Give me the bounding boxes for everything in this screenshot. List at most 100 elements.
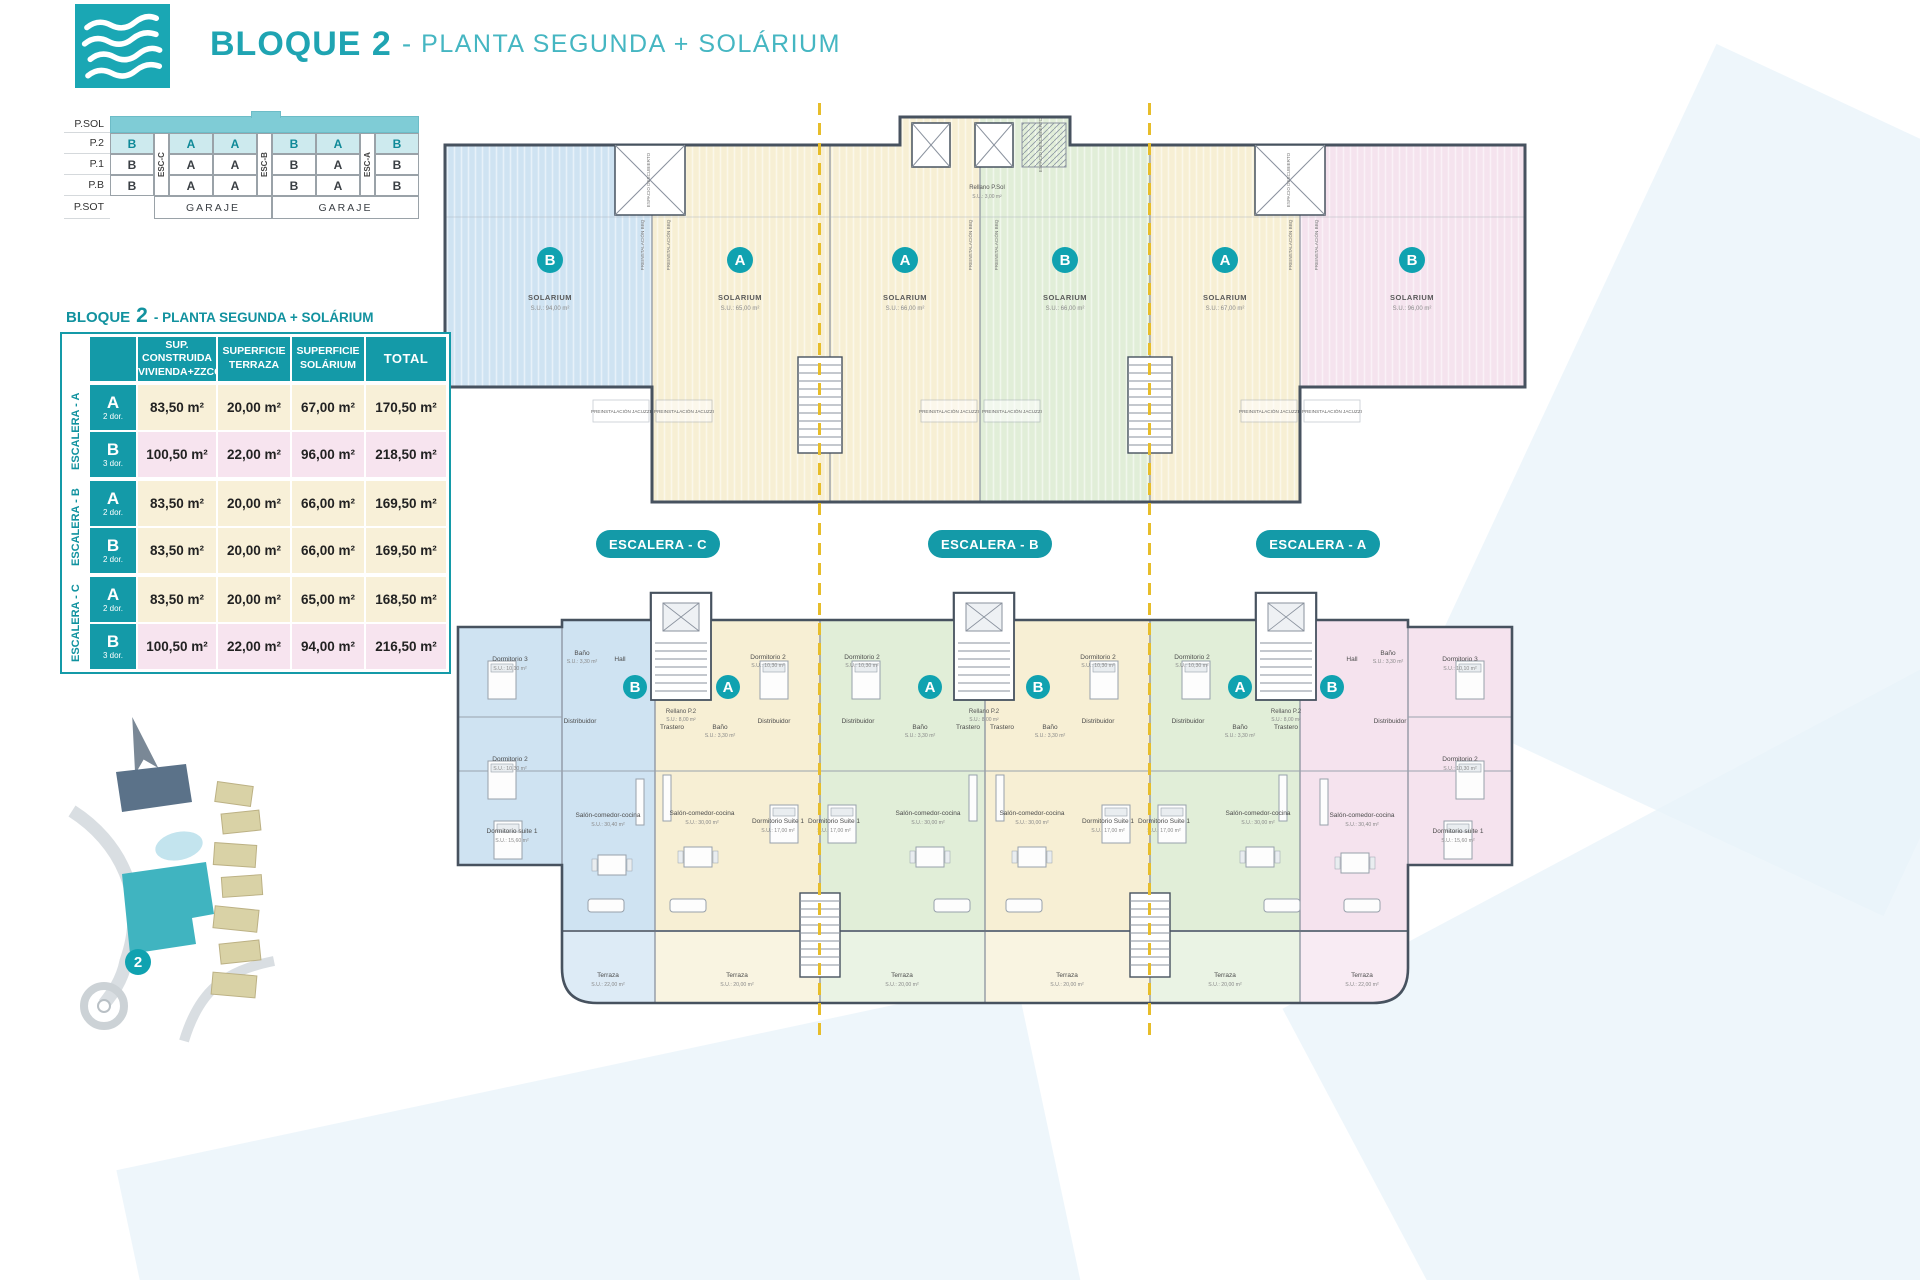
unit-letter: A xyxy=(106,585,120,604)
room-area: S.U.: 30,00 m² xyxy=(685,820,719,826)
room-area: S.U.: 22,00 m² xyxy=(591,982,625,988)
room-label: Terraza xyxy=(597,972,619,979)
rellano-area: S.U.: 8,00 m² xyxy=(1271,717,1301,723)
section-cell: A xyxy=(316,133,360,154)
room-label: Hall xyxy=(1346,656,1358,663)
section-cell: B xyxy=(272,133,316,154)
unit-badge: A xyxy=(735,252,746,269)
unit-dorms: 2 dor. xyxy=(102,508,123,517)
room-label: Dormitorio 3 xyxy=(1442,656,1478,663)
section-cell: B xyxy=(272,175,316,196)
solarium-plan-drawing: ESPACIO DESCUBIERTO ESPACIO DESCUBIERTO … xyxy=(443,115,1527,504)
room-area: S.U.: 3,30 m² xyxy=(567,659,598,665)
room-area: S.U.: 66,00 m² xyxy=(1046,306,1085,312)
rellano-label: Rellano P.Sol xyxy=(969,185,1005,191)
table-cell: 22,00 m² xyxy=(218,432,290,477)
room-label: SOLARIUM xyxy=(1043,293,1087,302)
site-block-2 xyxy=(122,862,214,954)
room-area: S.U.: 15,60 m² xyxy=(1441,838,1475,844)
room-label: SOLARIUM xyxy=(718,293,762,302)
unit-cell: B 2 dor. xyxy=(90,528,136,573)
room-label: Dormitorio 2 xyxy=(750,654,786,661)
room-area: S.U.: 10,30 m² xyxy=(845,663,879,669)
unit-badge: A xyxy=(1235,679,1246,696)
espacio-label: ESPACIO DESCUBIERTO xyxy=(1286,152,1291,207)
site-other-block xyxy=(116,764,192,812)
table-cell: 20,00 m² xyxy=(218,528,290,573)
espacio-label: ESPACIO DESCUBIERTO xyxy=(1038,117,1043,172)
room-area: S.U.: 65,00 m² xyxy=(721,306,760,312)
unit-5-labels: Dormitorio 3 S.U.: 10,10 m² Baño S.U.: 3… xyxy=(1329,650,1483,988)
unit-cell: B 3 dor. xyxy=(90,624,136,669)
site-plan: 2 xyxy=(64,756,279,1051)
section-cell: A xyxy=(316,154,360,175)
unit-badge: B xyxy=(1060,252,1071,269)
unit-letter: B xyxy=(106,632,120,651)
rellano-area: S.U.: 8,00 m² xyxy=(666,717,696,723)
section-row-label: P.2 xyxy=(64,133,110,154)
title-block: BLOQUE 2 xyxy=(210,24,392,63)
espacio-label: ESPACIO DESCUBIERTO xyxy=(646,152,651,207)
rellano-label: Rellano P.2 xyxy=(969,709,1000,715)
room-area: S.U.: 10,30 m² xyxy=(493,766,527,772)
jacuzzi-label: PREINSTALACIÓN JACUZZI xyxy=(919,408,979,414)
table-cell: 20,00 m² xyxy=(218,577,290,622)
jacuzzi-label: PREINSTALACIÓN JACUZZI xyxy=(1302,408,1362,414)
table-cell: 216,50 m² xyxy=(366,624,446,669)
table-cell: 83,50 m² xyxy=(138,577,216,622)
room-area: S.U.: 3,30 m² xyxy=(905,733,936,739)
section-row-label: P.SOT xyxy=(64,196,110,219)
room-label: Distribuidor xyxy=(1082,718,1116,725)
site-block-number: 2 xyxy=(134,954,142,971)
light-well-left: ESPACIO DESCUBIERTO xyxy=(614,144,686,216)
room-area: S.U.: 17,00 m² xyxy=(1147,828,1181,834)
room-area: S.U.: 20,00 m² xyxy=(1050,982,1084,988)
room-label: Salón-comedor-cocina xyxy=(575,812,640,819)
building-section-diagram: P.SOL P.2 B ESC-C A A ESC-B B A ESC-A B … xyxy=(64,111,419,219)
room-label: Distribuidor xyxy=(1172,718,1206,725)
garaje-cell: GARAJE xyxy=(272,196,419,219)
room-label: Salón-comedor-cocina xyxy=(1225,810,1290,817)
room-area: S.U.: 30,00 m² xyxy=(911,820,945,826)
unit-dorms: 3 dor. xyxy=(102,459,123,468)
table-cell: 83,50 m² xyxy=(138,528,216,573)
room-area: S.U.: 10,30 m² xyxy=(751,663,785,669)
table-cell: 100,50 m² xyxy=(138,432,216,477)
bbq-label: PREINSTALACIÓN BBQ xyxy=(1313,219,1319,270)
room-area: S.U.: 20,00 m² xyxy=(720,982,754,988)
unit-badge: B xyxy=(545,252,556,269)
escalera-a-label: ESCALERA - A xyxy=(1256,530,1380,558)
room-label: SOLARIUM xyxy=(528,293,572,302)
table-cell: 20,00 m² xyxy=(218,481,290,526)
unit-letter: A xyxy=(106,489,120,508)
section-row-label: P.SOL xyxy=(64,116,110,133)
table-title-number: 2 xyxy=(136,304,148,327)
unit-badge: A xyxy=(1220,252,1231,269)
room-label: Dormitorio Suite 1 xyxy=(1082,818,1134,825)
table-group-escalera-c: A 2 dor. 83,50 m² 20,00 m² 65,00 m² 168,… xyxy=(90,577,446,669)
light-well-right: ESPACIO DESCUBIERTO xyxy=(1254,144,1326,216)
room-label: Salón-comedor-cocina xyxy=(999,810,1064,817)
escalera-rail: ESCALERA - A ESCALERA - B ESCALERA - C xyxy=(65,337,87,669)
esc-column-label: ESC-A xyxy=(360,133,375,196)
escalera-group-label: ESCALERA - A xyxy=(70,392,82,470)
room-label: Trastero xyxy=(956,724,980,731)
section-cut-line xyxy=(818,103,821,1041)
section-row-label: P.1 xyxy=(64,154,110,175)
room-label: Trastero xyxy=(990,724,1014,731)
room-area: S.U.: 20,00 m² xyxy=(1208,982,1242,988)
site-roundabout xyxy=(80,982,128,1030)
unit-1-labels: Dormitorio 2 S.U.: 10,30 m² Trastero Bañ… xyxy=(660,654,804,988)
table-title-word: BLOQUE xyxy=(66,309,131,326)
room-area: S.U.: 30,40 m² xyxy=(591,822,625,828)
unit-badge: B xyxy=(1327,679,1338,696)
unit-cell: A 2 dor. xyxy=(90,577,136,622)
table-cell: 65,00 m² xyxy=(292,577,364,622)
section-cell: A xyxy=(169,133,213,154)
table-cell: 169,50 m² xyxy=(366,528,446,573)
unit-3-labels: Dormitorio 2 S.U.: 10,30 m² Trastero Bañ… xyxy=(990,654,1134,988)
section-cell: B xyxy=(110,175,154,196)
room-area: S.U.: 10,10 m² xyxy=(493,666,527,672)
unit-badge: B xyxy=(1033,679,1044,696)
